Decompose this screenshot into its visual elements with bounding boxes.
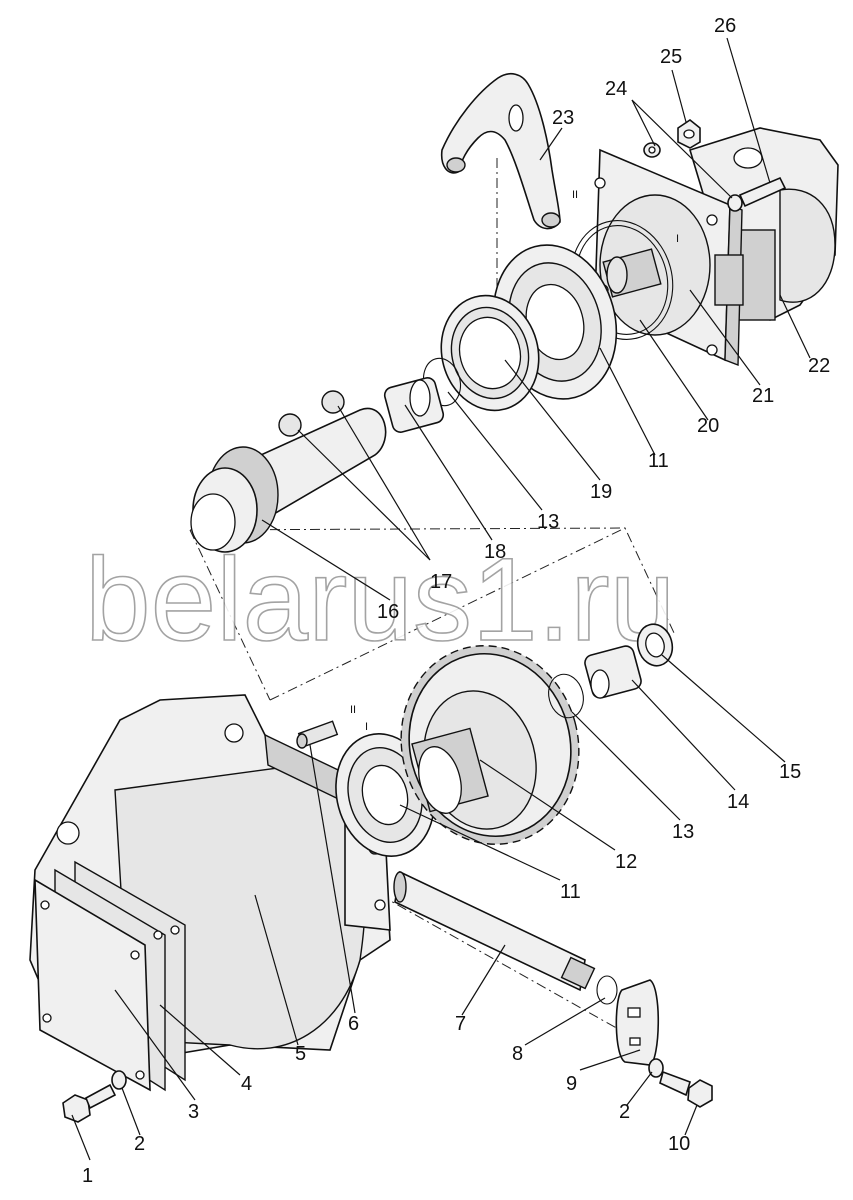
callout-16: 16 [377, 601, 399, 623]
callout-11-upper: 11 [648, 450, 669, 472]
shaft-mark-i: I [365, 721, 368, 733]
snap-ring-lower [548, 673, 584, 719]
callout-26: 26 [714, 15, 736, 37]
bolt-right [648, 1058, 713, 1108]
callout-2-left: 2 [134, 1133, 145, 1155]
bearing-upper [492, 244, 618, 400]
shift-rod [393, 870, 596, 992]
callout-24: 24 [605, 78, 627, 100]
callout-6: 6 [348, 1013, 359, 1035]
callout-20: 20 [697, 415, 719, 437]
coupling [383, 377, 445, 433]
callout-9: 9 [566, 1073, 577, 1095]
callout-1: 1 [82, 1165, 93, 1187]
top-hardware [643, 119, 787, 212]
callout-14: 14 [727, 791, 749, 813]
lock-plate [615, 979, 660, 1066]
callout-25: 25 [660, 46, 682, 68]
shift-fork [440, 72, 561, 230]
cover-plates [34, 860, 186, 1092]
washer [636, 623, 674, 667]
callout-18: 18 [484, 541, 506, 563]
rod-ring [596, 975, 618, 1005]
shaft-mark-ii: II [350, 704, 356, 716]
callout-21: 21 [752, 385, 774, 407]
callout-11-lower: 11 [560, 881, 581, 903]
spline-stub [602, 248, 662, 298]
callout-7: 7 [455, 1013, 466, 1035]
flange-mark-i: I [676, 233, 679, 245]
stud [296, 720, 339, 749]
bushing-ring [440, 294, 540, 412]
callout-12: 12 [615, 851, 637, 873]
callout-13-lower: 13 [672, 821, 694, 843]
callout-4: 4 [241, 1073, 252, 1095]
callout-19: 19 [590, 481, 612, 503]
callout-10: 10 [668, 1133, 690, 1155]
callout-15: 15 [779, 761, 801, 783]
bolt-left [62, 1070, 127, 1123]
flange-mark-ii: II [572, 189, 578, 201]
callout-2-right: 2 [619, 1101, 630, 1123]
leader-lines [71, 37, 811, 1161]
callout-22: 22 [808, 355, 830, 377]
callout-labels: 1 2 2 3 4 5 6 7 8 9 10 11 11 12 13 13 14… [82, 15, 830, 1187]
callout-3: 3 [188, 1101, 199, 1123]
gear-shaft [190, 390, 387, 553]
callout-8: 8 [512, 1043, 523, 1065]
callout-13-upper: 13 [537, 511, 559, 533]
callout-5: 5 [295, 1043, 306, 1065]
coupling-lower [584, 645, 642, 699]
callout-17: 17 [430, 571, 452, 593]
callout-23: 23 [552, 107, 574, 129]
watermark-text: belarus1.ru [85, 534, 675, 666]
